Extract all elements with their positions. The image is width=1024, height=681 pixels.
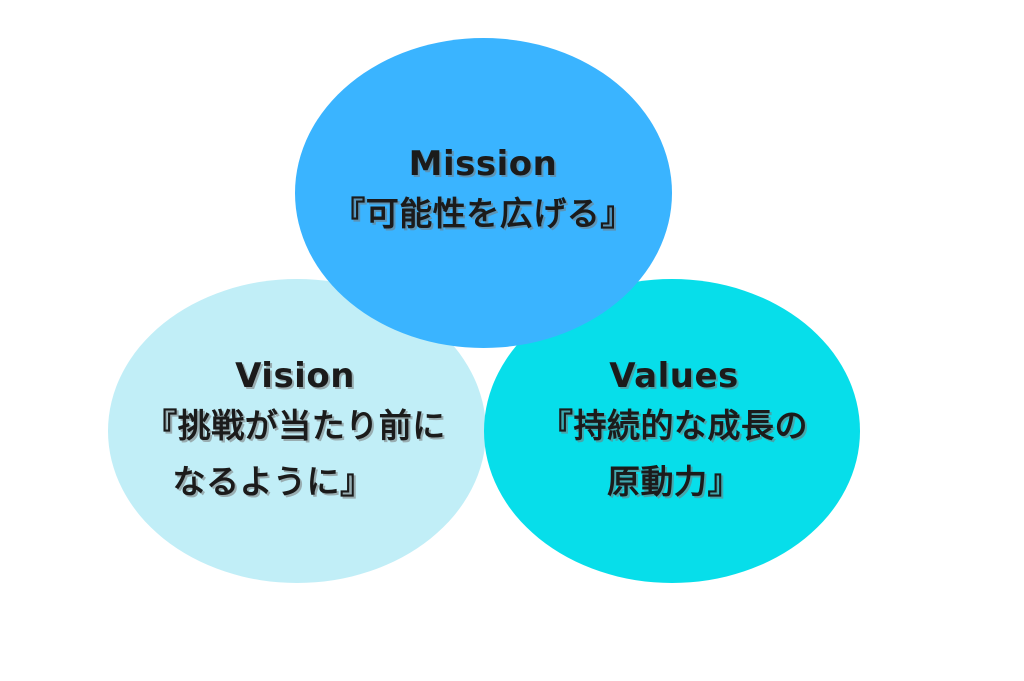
vision-statement-line1: 『挑戦が当たり前に (144, 406, 446, 445)
vision-title: Vision (235, 356, 355, 396)
values-statement-line2: 原動力』 (607, 462, 741, 501)
mission-title: Mission (408, 144, 558, 184)
mission-label: Mission 『可能性を広げる』 (283, 142, 683, 242)
mission-statement: 『可能性を広げる』 (332, 194, 634, 233)
values-title: Values (609, 356, 739, 396)
mission-circle (295, 38, 672, 348)
values-statement-line1: 『持続的な成長の (540, 406, 808, 445)
values-label: Values 『持続的な成長の 原動力』 (504, 354, 844, 510)
vision-label: Vision 『挑戦が当たり前に なるように』 (110, 354, 480, 510)
vision-statement-line2: なるように』 (172, 462, 374, 501)
